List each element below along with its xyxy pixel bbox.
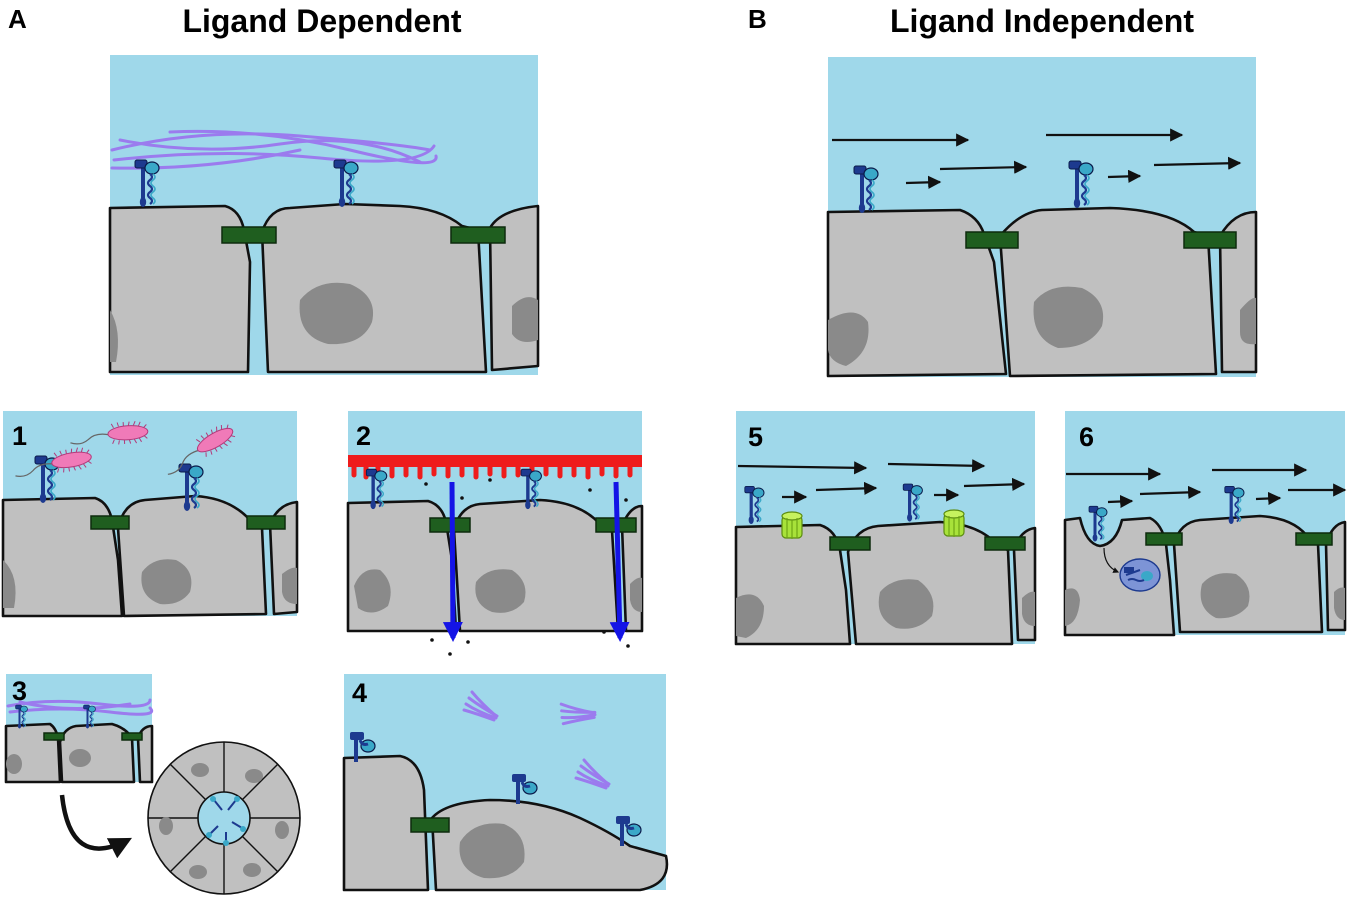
tight-junction-icon [1183,231,1237,249]
nucleus-icon [512,297,538,342]
flow-arrow-icon [832,128,1242,189]
section-a-letter: A [8,4,27,34]
panel-1: 1 [1,411,299,618]
tight-junction-icon [90,515,130,530]
epithelial-cell [452,498,620,633]
panel-3-label: 3 [12,676,27,706]
panel-2: 2 [346,411,644,656]
panel-6-label: 6 [1079,422,1094,452]
panel-1-label: 1 [12,421,27,451]
nucleus-icon [736,594,764,638]
tight-junction-icon [965,231,1019,249]
flow-arrow-icon [1066,463,1347,509]
tight-junction-icon [121,732,143,741]
panel-5-label: 5 [748,422,763,452]
panel-4: 4 [342,674,669,892]
molecules-icon [424,478,630,656]
panel-5: 5 [734,411,1037,646]
channel-icon [943,509,965,538]
tight-junction-icon [829,536,871,551]
tight-junction-icon [221,226,277,244]
vesicle-icon [1119,558,1161,592]
epithelial-cell [108,204,252,374]
nucleus-icon [459,823,525,879]
panel-6: 6 [1063,411,1347,637]
nucleus-icon [69,749,91,767]
nucleus-icon [1065,588,1080,626]
tight-junction-icon [1145,532,1183,546]
nucleus-icon [475,569,526,613]
channel-icon [781,511,803,540]
nucleus-icon [299,282,374,345]
nucleus-icon [354,569,391,613]
section-b-title: Ligand Independent [890,3,1194,39]
tight-junction-icon [410,817,450,833]
fibers-icon [6,698,154,716]
section-a-title: Ligand Dependent [182,3,461,39]
tight-junction-icon [246,515,286,530]
nucleus-icon [1240,297,1256,345]
panel-2-label: 2 [356,421,371,451]
flow-arrow-icon [737,459,1026,504]
curved-arrow-icon [59,794,132,859]
organoid-icon [147,741,301,895]
nucleus-icon [1200,573,1250,619]
panel-a-main [108,55,540,375]
panel-4-label: 4 [352,678,367,708]
panel-3: 3 [4,674,301,895]
nucleus-icon [1022,591,1035,626]
nucleus-icon [828,312,869,366]
nucleus-icon [878,579,934,629]
epithelial-cell [826,208,1008,378]
nucleus-icon [630,577,642,612]
tight-junction-icon [43,732,65,741]
panel-b-main [826,57,1258,378]
endocytosis-arrow-icon [1103,547,1120,573]
nucleus-icon [110,310,118,362]
epithelial-cell [342,754,430,892]
fibers-icon [110,129,438,170]
nucleus-icon [1033,286,1104,348]
nucleus-icon [1334,587,1345,620]
tight-junction-icon [450,226,506,244]
nucleus-icon [6,754,22,774]
tight-junction-icon [984,536,1026,551]
transport-arrow-icon [442,481,630,642]
nucleus-icon [282,567,297,604]
nucleus-icon [141,559,192,605]
nucleus-icon [3,560,16,608]
mucus-layer-icon [348,455,642,480]
section-b-letter: B [748,4,767,34]
epithelial-cell [116,494,268,618]
tight-junction-icon [1295,532,1333,546]
